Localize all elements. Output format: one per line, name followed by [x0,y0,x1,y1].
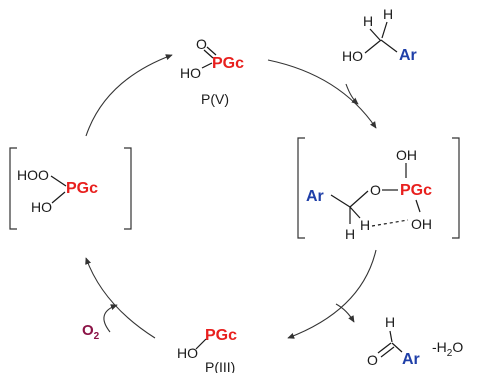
intermediate-h-left-label: H [345,226,355,242]
pv-ho-label: HO [180,65,201,81]
water-loss-subscript: 2 [447,348,453,359]
pv-pgc-label: PGc [212,55,244,72]
piii-species: PGc HO P(III) [177,327,237,375]
alcohol-substrate: H H HO Ar [342,6,417,64]
alcohol-h2-label: H [383,6,393,22]
intermediate-hbond-dash [371,219,409,227]
arrow-piii-to-hydroperoxide [85,257,156,339]
pv-oxygen-label: O [196,36,207,52]
intermediate-co-bond [349,190,369,208]
hydroperoxide-intermediate: HOO PGc HO [9,147,132,230]
pv-species: O PGc HO P(V) [180,36,244,107]
arrow-alcohol-in [345,83,359,105]
hydroperoxide-oo-bond [50,175,67,187]
arrow-intermediate-to-piii [287,249,377,339]
oxygen-symbol: O [82,322,94,339]
arrow-pv-to-intermediate [267,59,377,129]
intermediate-left-bracket [297,137,305,239]
alcohol-h1-label: H [363,13,373,29]
pv-double-bond-a [203,49,214,59]
aldehyde-o-label: O [367,352,378,368]
intermediate-oh-top-label: OH [396,147,417,163]
piii-ho-label: HO [177,345,198,361]
intermediate-right-bracket [452,137,460,239]
oxygen-reagent-label: O2 [82,322,100,342]
water-loss-prefix: -H [432,339,447,355]
intermediate-oh-right-label: OH [411,216,432,232]
hydroperoxide-ho-label: HO [31,199,52,215]
intermediate-poh-right-bond [415,199,421,213]
pv-state-label: P(V) [201,91,229,107]
intermediate-ch-right-bond [349,206,361,219]
hydroperoxide-left-bracket [9,147,17,230]
aldehyde-ch-bond [389,330,393,343]
alcohol-ar-label: Ar [399,47,417,64]
arrow-hydroperoxide-to-pv [85,54,173,137]
arrow-aldehyde-out [335,303,355,323]
intermediate-car-bond [330,194,351,208]
alcohol-co-bond [364,39,382,54]
aldehyde-car-bond [391,342,403,353]
alcohol-car-bond [380,39,398,53]
alcohol-ch-bond-1 [369,28,381,41]
intermediate-ar-label: Ar [306,188,324,205]
aldehyde-product: H O Ar [367,314,420,368]
water-loss-suffix: O [452,339,463,355]
aldehyde-ar-label: Ar [402,351,420,368]
aldehyde-h-label: H [385,314,395,330]
alcohol-ho-label: HO [342,48,363,64]
oxygen-subscript: 2 [94,331,100,342]
piii-state-label: P(III) [205,359,235,373]
phosphite-ester-intermediate: OH PGc O Ar H H OH [297,137,460,242]
intermediate-o-label: O [370,182,381,198]
intermediate-pgc-label: PGc [400,182,432,199]
arrow-oxygen-in [103,304,118,333]
alcohol-ch-bond-2 [381,21,388,39]
hydroperoxide-right-bracket [124,147,132,230]
pv-oh-bond [201,62,213,69]
aldehyde-co-bond-a [377,342,392,354]
intermediate-h-mid-label: H [360,217,370,233]
hydroperoxide-hoo-label: HOO [17,167,49,183]
hydroperoxide-oh-bond [51,191,66,204]
pv-double-bond-b [206,46,217,56]
piii-oh-bond [195,338,207,350]
water-loss-label: -H2O [432,339,463,359]
aldehyde-co-bond-b [380,346,395,358]
piii-pgc-label: PGc [205,327,237,344]
hydroperoxide-pgc-label: PGc [66,180,98,197]
